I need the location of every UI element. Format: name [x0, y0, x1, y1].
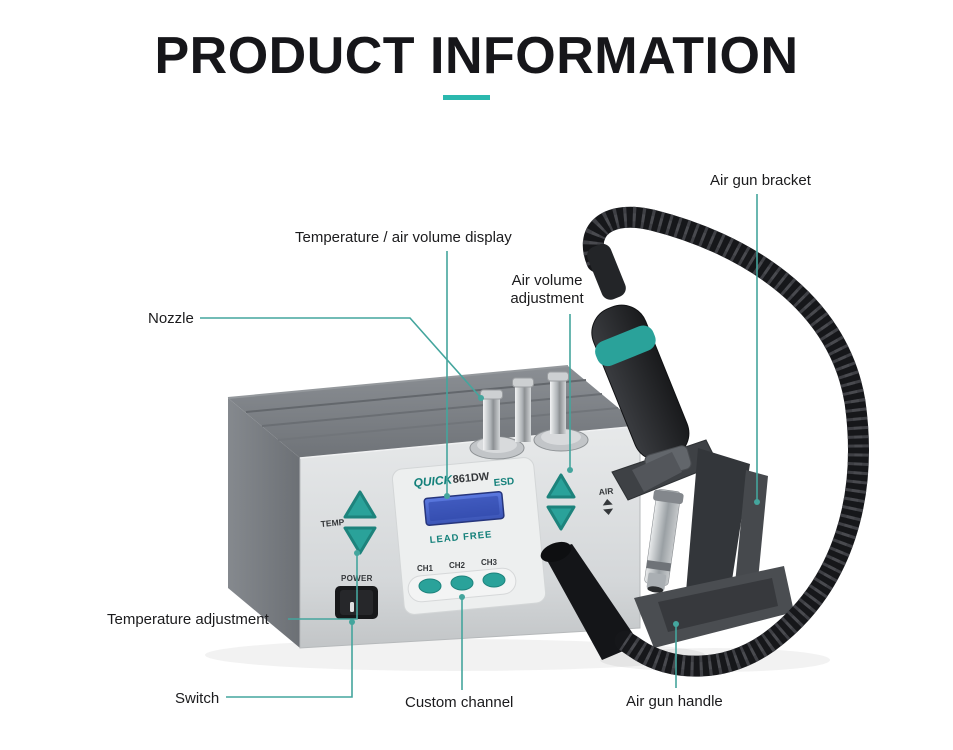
rocker-mark — [350, 602, 354, 612]
channel-2-button — [450, 575, 474, 591]
callout-dots — [349, 395, 760, 627]
label-temperature-adjustment: Temperature adjustment — [107, 611, 269, 628]
nozzle-tube-3 — [547, 371, 569, 434]
gun-teal-band — [595, 325, 656, 367]
label-air-gun-bracket: Air gun bracket — [710, 172, 811, 189]
front-top-highlight — [299, 425, 641, 459]
bracket-front-clamp — [632, 452, 682, 492]
label-custom-channel: Custom channel — [405, 694, 514, 711]
label-temp-air-display: Temperature / air volume display — [295, 229, 512, 246]
gun-barrel — [644, 489, 684, 593]
title-accent-dash — [443, 95, 490, 100]
nozzle-set — [469, 371, 589, 460]
callout-line-switch — [226, 622, 353, 698]
lcd-inner — [428, 495, 500, 522]
model-number-text: 861DW — [452, 471, 490, 486]
esd-mark-text: ESD — [493, 476, 514, 489]
label-air-volume-line2: adjustment — [510, 290, 584, 307]
temp-down-button — [343, 526, 377, 555]
temp-up-button — [343, 490, 377, 519]
air-label-text: AIR — [598, 486, 614, 497]
gun-nozzle-outlet — [647, 586, 664, 593]
channel-1-label: CH1 — [417, 564, 434, 573]
station-side-face — [228, 398, 300, 648]
channel-1-button — [418, 578, 442, 594]
label-air-volume-line1: Air volume — [511, 272, 583, 289]
label-switch: Switch — [175, 690, 220, 707]
callout-line-nozzle — [200, 317, 482, 399]
nozzle-tube-1 — [480, 389, 503, 450]
hose-strain-relief — [587, 243, 626, 300]
air-down-button — [546, 505, 576, 531]
page-title: PRODUCT INFORMATION — [154, 27, 799, 85]
channel-2-label: CH2 — [449, 561, 466, 570]
label-air-gun-handle: Air gun handle — [626, 693, 723, 710]
bracket-slant-plate — [686, 448, 750, 606]
air-gun-hose — [540, 206, 869, 677]
callout-line-temperature-adjustment — [288, 553, 358, 620]
air-gun-bracket — [611, 439, 794, 648]
bracket-base-inner — [658, 578, 778, 632]
air-up-button — [546, 473, 576, 499]
channel-3-button — [482, 572, 506, 588]
hose-highlight — [589, 213, 863, 671]
label-air-volume-adjustment: Air volume adjustment — [503, 272, 591, 308]
label-nozzle: Nozzle — [148, 310, 194, 327]
air-mini-arrows-icon — [602, 499, 614, 515]
nozzle-tube-2 — [512, 377, 534, 442]
brand-logo-text: QUICK — [413, 472, 454, 490]
temperature-air-display — [423, 490, 505, 527]
channel-3-label: CH3 — [481, 558, 498, 567]
hose-corrugation — [582, 206, 869, 677]
hose-station-nut — [540, 541, 572, 563]
hose-station-cone — [543, 544, 640, 660]
callout-lines — [200, 194, 758, 698]
temp-label-text: TEMP — [320, 517, 345, 529]
air-gun-handle — [587, 243, 692, 593]
